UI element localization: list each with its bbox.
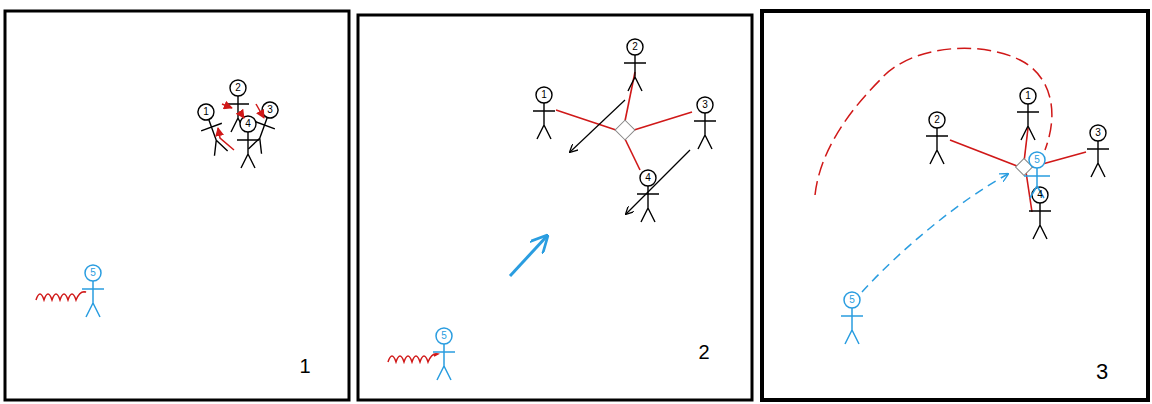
callout-number: 3 bbox=[267, 105, 273, 115]
panel-number: 3 bbox=[1096, 361, 1108, 383]
callout-number: 4 bbox=[1037, 190, 1043, 200]
callout-number: 4 bbox=[645, 173, 651, 183]
callout-number: 1 bbox=[1025, 91, 1031, 101]
callout-number: 5 bbox=[1034, 155, 1040, 165]
callout-number: 5 bbox=[849, 295, 855, 305]
callout-number: 3 bbox=[1095, 128, 1101, 138]
callout-number: 5 bbox=[441, 331, 447, 341]
panel-number: 1 bbox=[299, 356, 310, 376]
callout-number: 1 bbox=[203, 107, 209, 117]
callout-number: 2 bbox=[934, 115, 940, 125]
callout-number: 4 bbox=[245, 119, 251, 129]
callout-number: 2 bbox=[632, 42, 638, 52]
callout-number: 2 bbox=[235, 83, 241, 93]
panel-number: 2 bbox=[698, 342, 709, 362]
callout-number: 3 bbox=[702, 100, 708, 110]
callout-number: 1 bbox=[541, 90, 547, 100]
callout-number: 5 bbox=[90, 268, 96, 278]
